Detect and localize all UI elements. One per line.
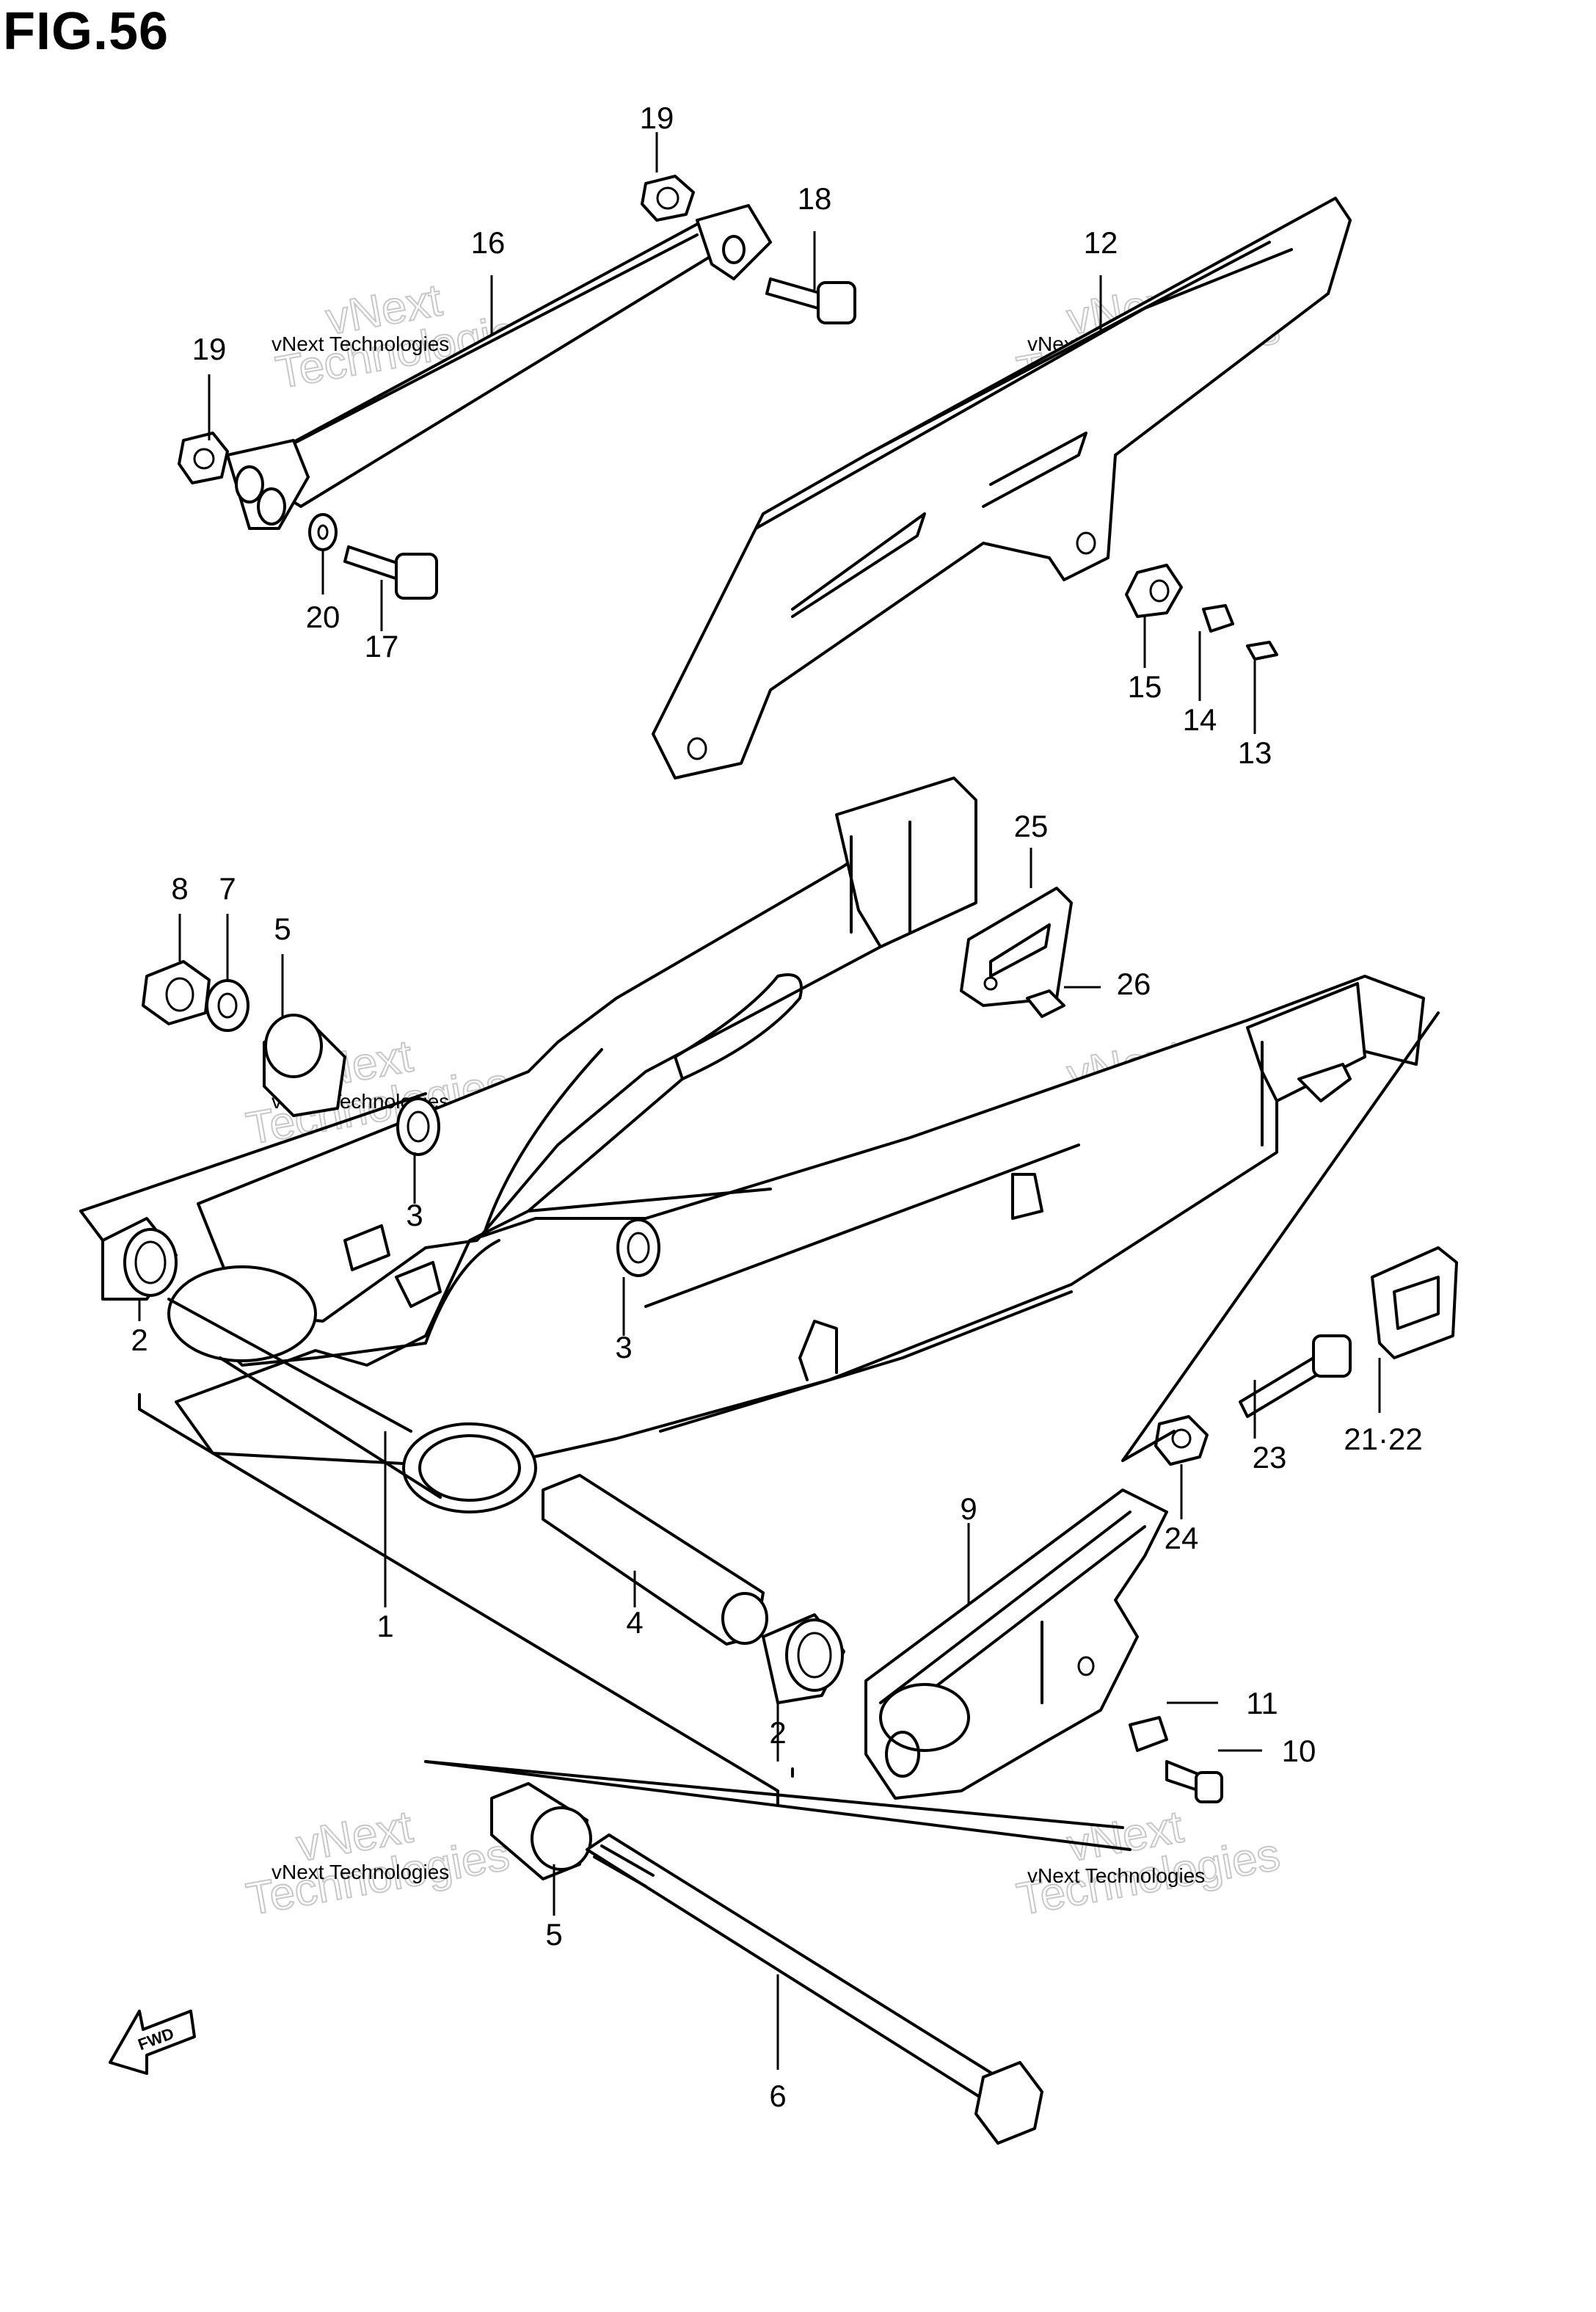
- callout-15: 15: [1128, 669, 1162, 704]
- bolt-18: [765, 277, 856, 324]
- chain-buffer-9: [864, 1488, 1168, 1800]
- callout-9: 9: [960, 1491, 977, 1526]
- adjuster-21-22: [1371, 1246, 1458, 1359]
- callout-10: 10: [1282, 1734, 1316, 1768]
- bearing-2-lower: [762, 1613, 845, 1704]
- collar-11: [1129, 1716, 1168, 1752]
- bearing-2-top: [101, 1217, 178, 1301]
- washer-20: [308, 513, 338, 551]
- swingarm-1: [167, 777, 1425, 1513]
- fwd-arrow-icon: FWD: [109, 2010, 196, 2075]
- callout-2-top: 2: [131, 1323, 147, 1357]
- nut-19-top: [641, 175, 695, 222]
- callout-4: 4: [626, 1605, 643, 1640]
- callout-21-22: 21·22: [1344, 1422, 1422, 1456]
- collar-5-top: [263, 1014, 346, 1117]
- bearing-3-lower: [616, 1218, 660, 1277]
- nut-19-left: [178, 432, 229, 484]
- callout-25: 25: [1014, 809, 1049, 843]
- callout-24: 24: [1165, 1521, 1199, 1555]
- callout-16: 16: [471, 225, 506, 260]
- nut-24: [1154, 1415, 1209, 1466]
- callout-17: 17: [365, 629, 399, 664]
- leader-lines: [138, 132, 1381, 2070]
- callout-5-top: 5: [274, 912, 291, 946]
- callout-18: 18: [798, 181, 832, 216]
- axle-6: [586, 1833, 1043, 2145]
- leader-frames: [79, 1011, 1440, 1851]
- callout-2-lower: 2: [769, 1715, 786, 1750]
- bolt-23: [1239, 1334, 1352, 1418]
- figure-title: FIG.56: [3, 2, 170, 61]
- callout-7: 7: [219, 871, 236, 906]
- plate-25: [960, 887, 1073, 1007]
- chain-case-12: [652, 197, 1352, 779]
- callout-5-bottom: 5: [545, 1917, 562, 1952]
- screw-13: [1246, 641, 1278, 661]
- screw-26: [1026, 989, 1065, 1018]
- watermark-text: vNext Technologies: [272, 332, 449, 355]
- callout-14: 14: [1183, 702, 1217, 737]
- callout-1: 1: [376, 1609, 393, 1643]
- spacer-4: [542, 1474, 768, 1646]
- nut-8: [142, 960, 211, 1025]
- grommet-15: [1125, 564, 1183, 618]
- callout-23: 23: [1253, 1440, 1287, 1475]
- callout-12: 12: [1084, 225, 1118, 260]
- callout-8: 8: [171, 871, 188, 906]
- watermark-text: vNext Technologies: [1027, 1864, 1205, 1887]
- callout-3-lower: 3: [615, 1330, 632, 1364]
- torque-link-16: [226, 204, 772, 530]
- callout-20: 20: [306, 600, 340, 634]
- callout-11: 11: [1246, 1686, 1278, 1720]
- callout-19-top: 19: [640, 101, 674, 135]
- callout-6: 6: [769, 2079, 786, 2113]
- bolt-10: [1165, 1760, 1223, 1803]
- washer-7: [205, 979, 249, 1032]
- callout-19-left: 19: [192, 332, 227, 366]
- watermark-text: vNext Technologies: [272, 1861, 449, 1883]
- bolt-17: [343, 545, 438, 600]
- callout-3-upper: 3: [406, 1198, 423, 1232]
- collar-14: [1202, 604, 1234, 633]
- callout-26: 26: [1117, 967, 1151, 1001]
- collar-5-bottom: [490, 1782, 592, 1880]
- callout-13: 13: [1238, 735, 1272, 770]
- callout-numbers: 19 18 16 12 19 20 17 15 14 13 8 7 5 25 2…: [131, 101, 1422, 2113]
- bearing-3-upper: [396, 1097, 440, 1156]
